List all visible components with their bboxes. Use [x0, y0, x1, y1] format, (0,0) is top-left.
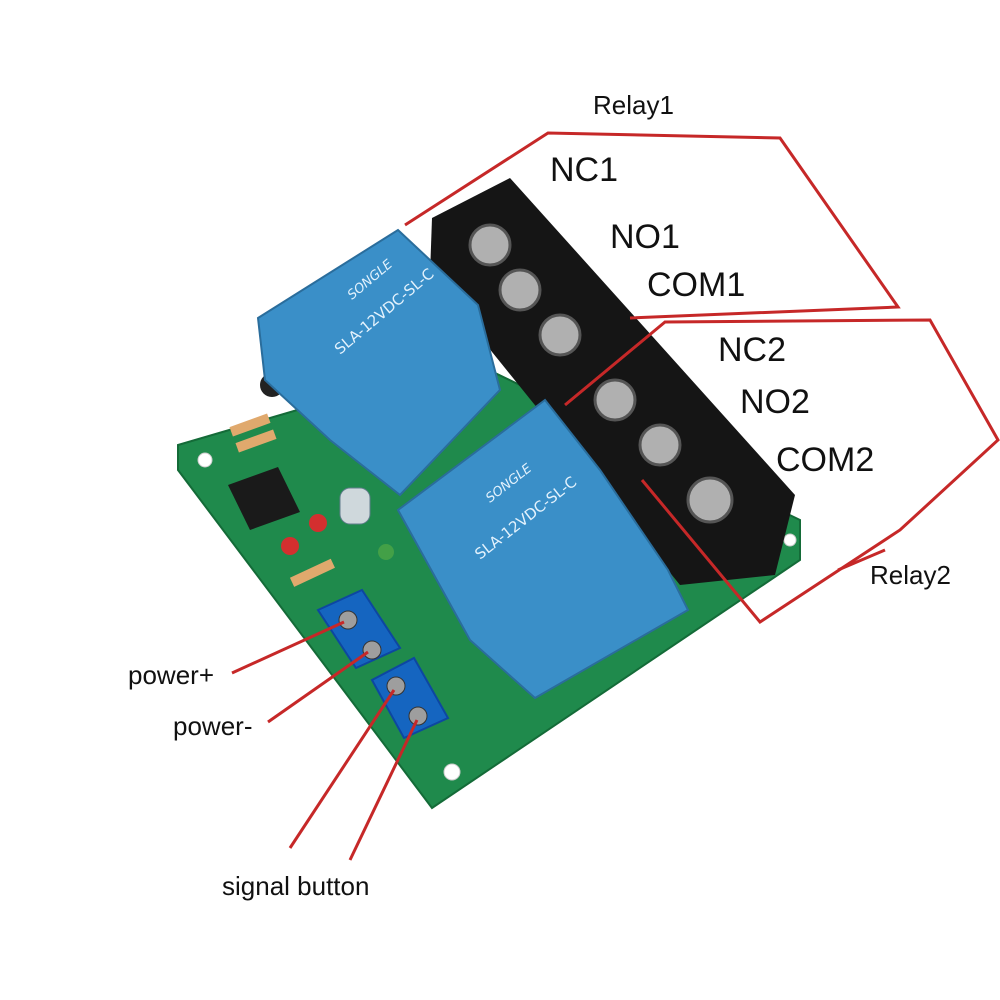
signal-button-leader-1 [288, 689, 396, 849]
relay-1-title: Relay1 [593, 90, 674, 120]
ic-chip [228, 467, 300, 530]
power-plus-leader [231, 620, 345, 675]
led-red-2 [309, 514, 327, 532]
relay-2-bracket [564, 318, 1000, 624]
signal-button-leader-2 [348, 719, 419, 861]
relay-1-body: SLA-12VDC-SL-C SONGLE [256, 228, 502, 497]
relay-1-bracket [404, 131, 901, 320]
terminal-label-no2: NO2 [740, 383, 810, 421]
relay-2-title: Relay2 [870, 560, 951, 590]
output-terminal-block [430, 178, 795, 585]
relay-2-body: SLA-12VDC-SL-C SONGLE [396, 398, 690, 700]
led-red-1 [281, 537, 299, 555]
terminal-label-no1: NO1 [610, 218, 680, 256]
terminal-label-com2: COM2 [776, 441, 875, 479]
led-green [378, 544, 394, 560]
terminal-label-com1: COM1 [647, 266, 746, 304]
signal-terminal-block [370, 656, 450, 740]
terminal-label-nc2: NC2 [718, 331, 787, 369]
capacitor [339, 487, 371, 525]
power-minus-leader [267, 650, 369, 724]
power-minus-label: power- [173, 711, 253, 741]
signal-button-label: signal button [222, 871, 370, 901]
power-plus-label: power+ [128, 660, 214, 690]
terminal-label-nc1: NC1 [550, 151, 619, 189]
resistor-array [229, 413, 335, 587]
power-terminal-block [316, 588, 402, 670]
